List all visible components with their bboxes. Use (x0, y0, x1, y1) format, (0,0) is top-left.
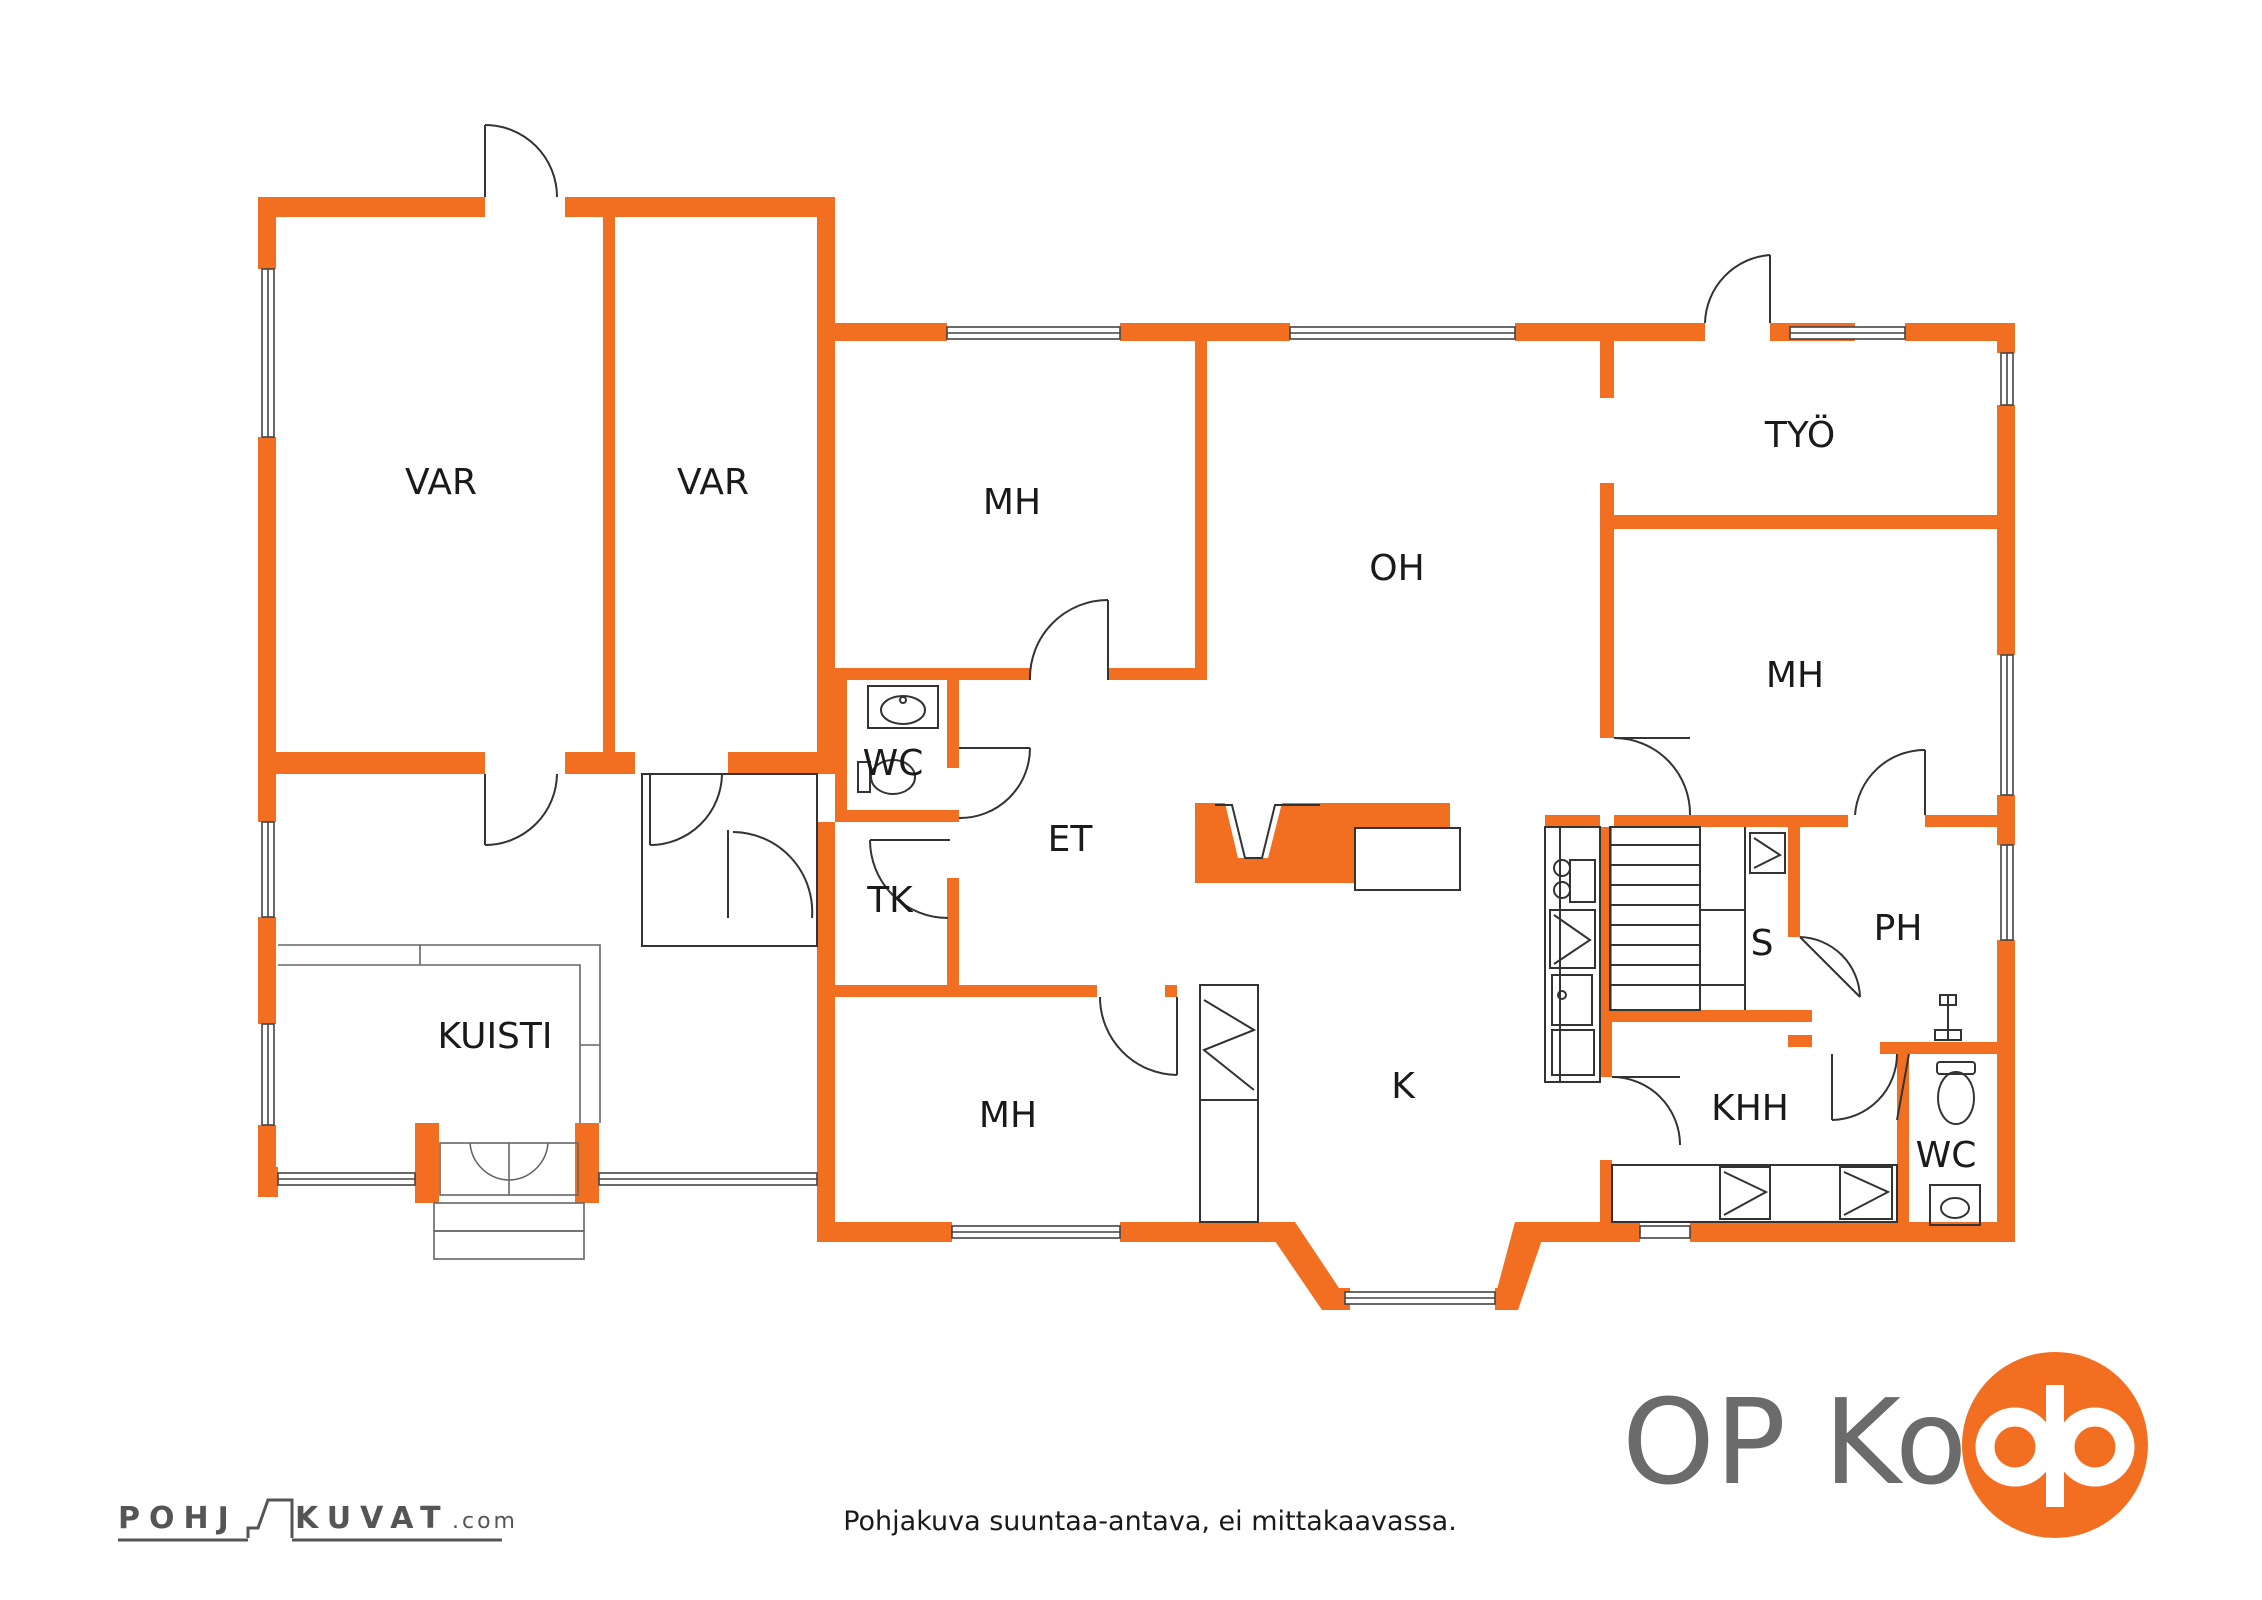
room-labels: VAR VAR MH OH TYÖ MH WC ET TK KUISTI MH … (405, 414, 1976, 1176)
room-label-s: S (1751, 923, 1774, 964)
brand: OP Koti (1622, 1352, 2148, 1538)
credit-logo: POHJ KUVAT .com (118, 1498, 518, 1542)
interior-walls (258, 197, 2015, 1242)
credit-domain: .com (452, 1509, 518, 1534)
room-label-khh: KHH (1711, 1088, 1789, 1129)
disclaimer-caption: Pohjakuva suuntaa-antava, ei mittakaavas… (843, 1506, 1457, 1537)
room-label-mh-3: MH (979, 1095, 1037, 1136)
room-label-k: K (1391, 1066, 1416, 1107)
room-label-wc-1: WC (863, 743, 924, 784)
doors (484, 124, 1926, 1146)
credit-right: KUVAT (295, 1501, 450, 1536)
room-label-var-2: VAR (677, 462, 749, 503)
room-label-et: ET (1048, 819, 1094, 860)
room-label-ph: PH (1874, 908, 1923, 949)
room-label-tk: TK (866, 880, 914, 921)
room-label-tyo: TYÖ (1764, 414, 1835, 456)
room-label-mh-1: MH (983, 482, 1041, 523)
room-label-oh: OH (1369, 548, 1424, 589)
windows (261, 268, 2014, 1305)
kuisti-outline (278, 944, 601, 1260)
room-label-var-1: VAR (405, 462, 477, 503)
credit-left: POHJ (118, 1501, 238, 1536)
fireplace (1195, 803, 1461, 891)
room-label-kuisti: KUISTI (437, 1016, 552, 1057)
room-label-wc-2: WC (1916, 1135, 1977, 1176)
fixtures (857, 685, 1981, 1226)
room-label-mh-2: MH (1766, 655, 1824, 696)
op-logo-icon (1962, 1352, 2148, 1538)
